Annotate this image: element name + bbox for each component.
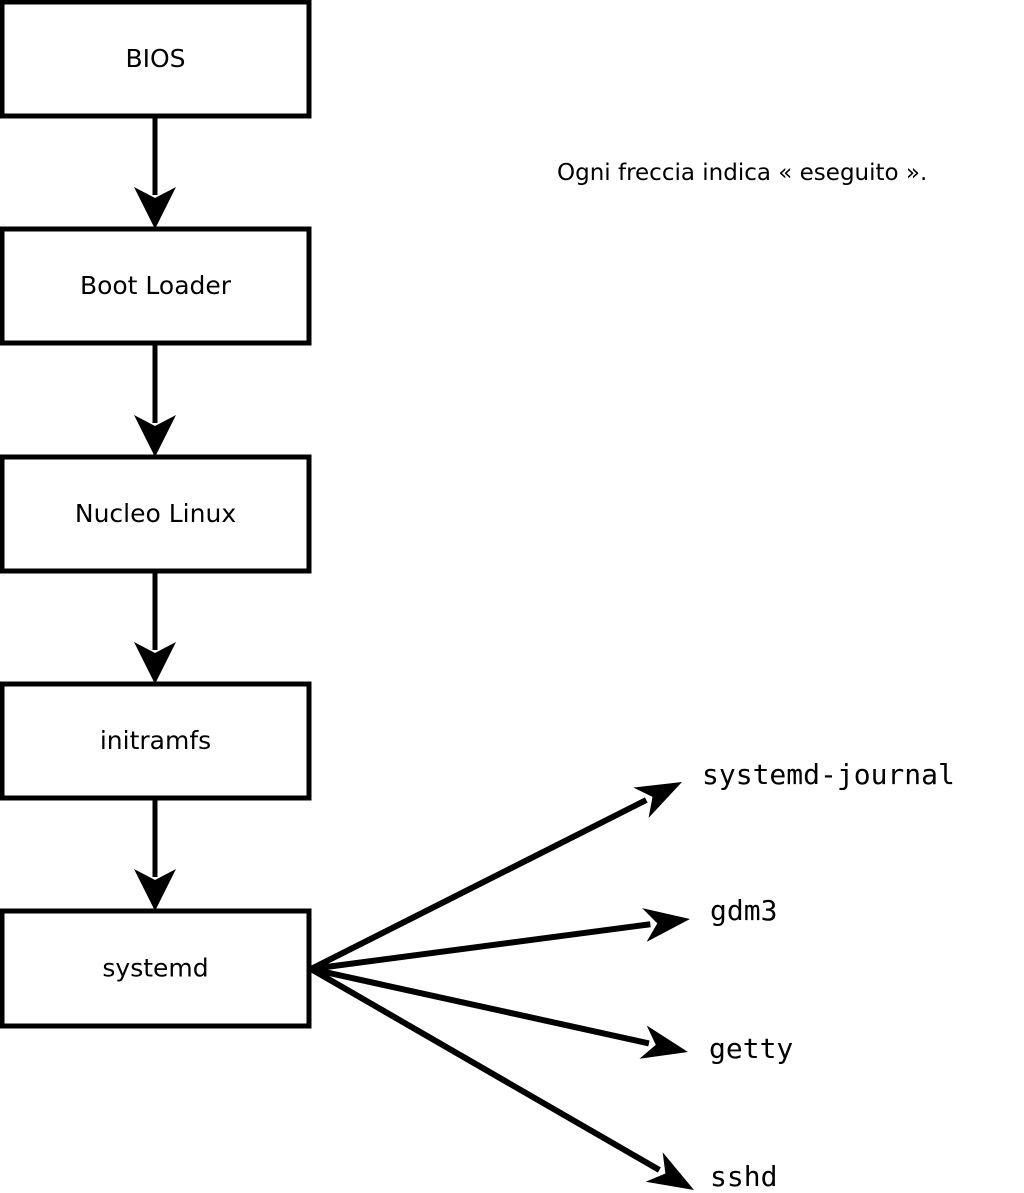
legend-note: Ogni freccia indica « eseguito ». (557, 160, 927, 186)
stage-box-bios[interactable]: BIOS (0, 0, 312, 119)
stage-box-initramfs-rect (0, 681, 312, 801)
fan-arrow-head-gdm3 (642, 908, 690, 942)
chain-arrow-head-0 (134, 187, 176, 229)
stage-box-bios-rect (0, 0, 312, 119)
service-label-gdm3: gdm3 (710, 894, 777, 927)
fan-arrow-head-systemd-journal (633, 782, 682, 818)
service-label-systemd-journal: systemd-journal (702, 758, 955, 791)
stage-box-bootloader-label: Boot Loader (80, 271, 232, 300)
fan-arrow-line-gdm3 (310, 921, 651, 972)
fan-arrow-line-systemd-journal (309, 797, 648, 972)
stage-box-kernel[interactable]: Nucleo Linux (0, 454, 312, 574)
stage-box-systemd[interactable]: systemd (0, 908, 312, 1029)
stage-box-systemd-rect (0, 908, 312, 1029)
fan-arrow-line-getty (310, 966, 650, 1047)
stage-box-systemd-label: systemd (102, 954, 208, 983)
service-label-getty: getty (709, 1032, 793, 1065)
stage-box-bootloader-rect (0, 226, 312, 346)
chain-arrow-layer (134, 116, 176, 911)
stage-box-bios-label: BIOS (125, 44, 185, 73)
service-label-sshd: sshd (710, 1160, 777, 1193)
stage-box-kernel-label: Nucleo Linux (75, 499, 236, 528)
stage-box-initramfs[interactable]: initramfs (0, 681, 312, 801)
fan-arrow-head-getty (639, 1025, 688, 1059)
stage-box-bootloader[interactable]: Boot Loader (0, 226, 312, 346)
stage-box-initramfs-label: initramfs (100, 726, 211, 755)
chain-arrow-head-1 (134, 415, 176, 457)
fan-arrow-layer (309, 782, 694, 1190)
fan-arrow-line-sshd (309, 966, 661, 1173)
fan-arrow-head-sshd (645, 1152, 694, 1190)
chain-arrow-head-2 (134, 642, 176, 684)
chain-arrow-head-3 (134, 869, 176, 911)
